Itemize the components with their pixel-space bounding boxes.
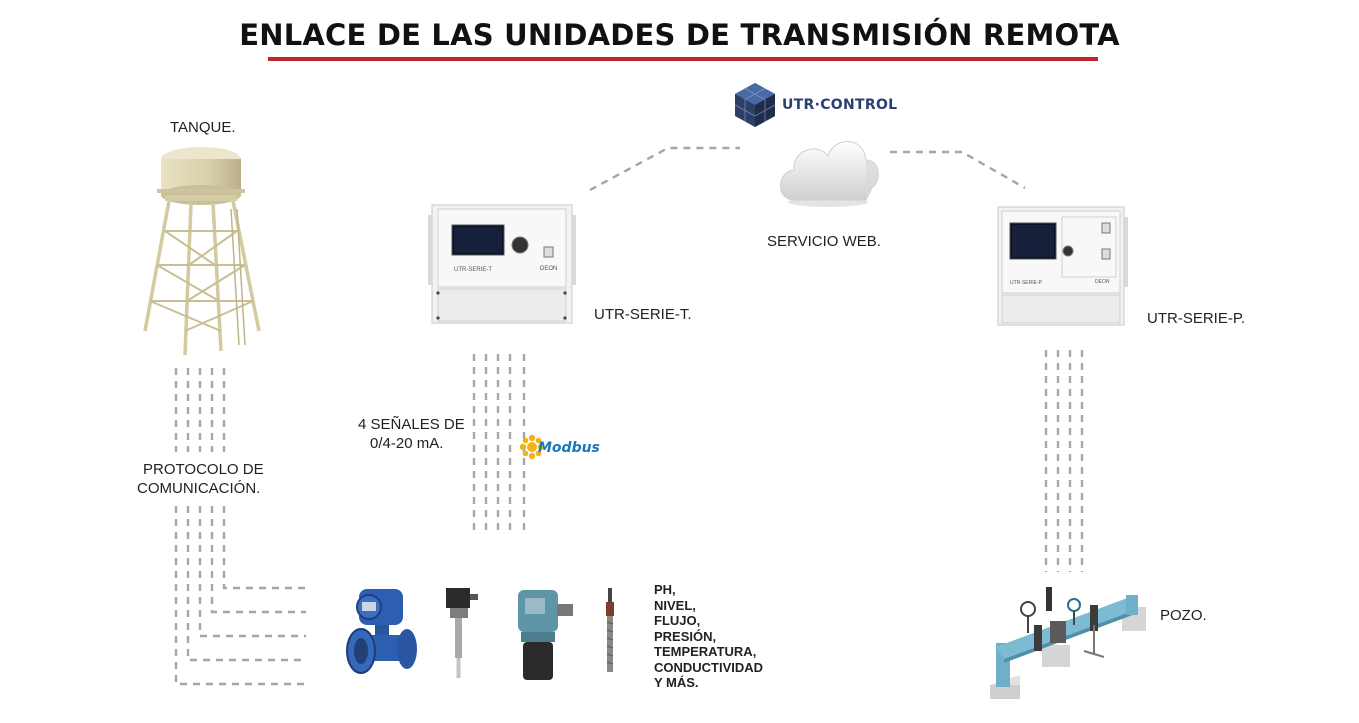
title-underline <box>268 57 1098 61</box>
ultrasonic-level-icon <box>518 590 573 680</box>
utr-p-maker: DEON <box>1095 279 1110 285</box>
utr-t-label: UTR-SERIE-T. <box>594 306 692 323</box>
utr-t-device-text: UTR-SERIE-T <box>454 267 492 273</box>
brand-name: UTR·CONTROL <box>782 97 898 113</box>
temperature-sensor-icon <box>446 588 478 678</box>
utr-p-label: UTR-SERIE-P. <box>1147 310 1246 327</box>
protocol-label-line1: PROTOCOLO DE <box>143 461 264 478</box>
sensor-line-conductividad: CONDUCTIVIDAD <box>654 659 764 675</box>
sensor-line-presion: PRESIÓN, <box>654 628 717 644</box>
well-label: POZO. <box>1160 607 1207 624</box>
cloud-label: SERVICIO WEB. <box>767 233 881 250</box>
signals-label-line2: 0/4-20 mA. <box>370 435 444 452</box>
link-utr-t-cloud <box>589 146 740 192</box>
utr-p-device-text: UTR-SERIE-P <box>1010 280 1042 286</box>
link-cloud-utr-p <box>890 150 1026 190</box>
modbus-label: Modbus <box>538 440 600 456</box>
flowmeter-icon <box>346 589 417 674</box>
page-title: ENLACE DE LAS UNIDADES DE TRANSMISIÓN RE… <box>239 18 1120 52</box>
sensor-line-flujo: FLUJO, <box>654 613 701 628</box>
signals-label-line1: 4 SEÑALES DE <box>358 416 465 433</box>
utr-t-maker: DEON <box>540 266 558 272</box>
protocol-label-line2: COMUNICACIÓN. <box>137 480 261 497</box>
sensor-line-mas: Y MÁS. <box>654 675 699 690</box>
sensor-line-nivel: NIVEL, <box>654 597 696 613</box>
ph-probe-icon <box>606 588 614 672</box>
sensor-line-ph: PH, <box>654 582 676 597</box>
tank-label: TANQUE. <box>170 119 236 136</box>
sensor-line-temperatura: TEMPERATURA, <box>654 644 757 659</box>
